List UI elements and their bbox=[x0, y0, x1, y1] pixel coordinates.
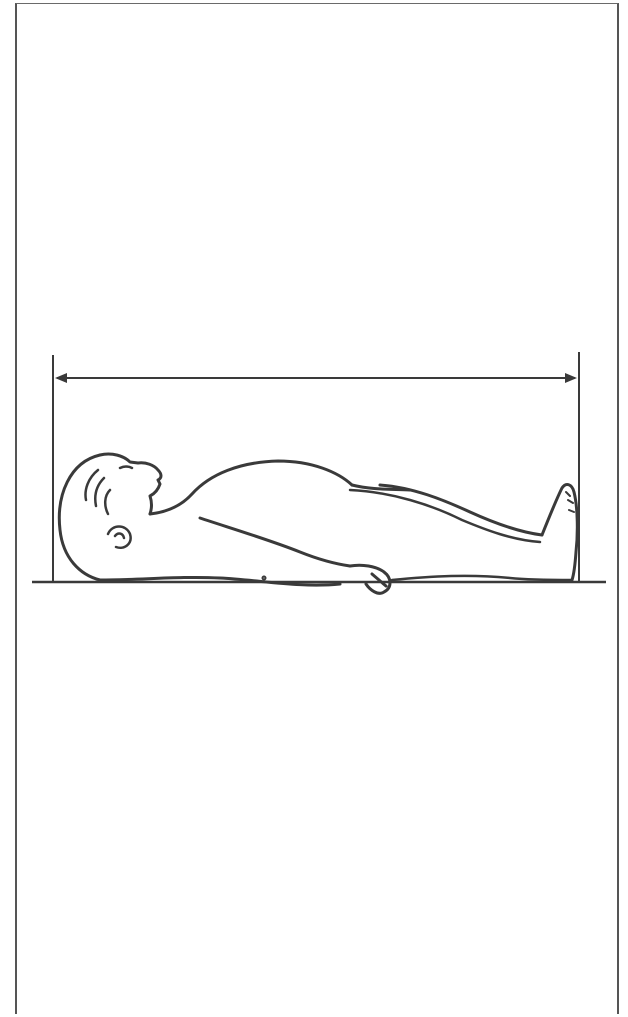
infant-inner-leg bbox=[350, 490, 540, 542]
infant-upper-leg bbox=[380, 485, 542, 535]
infant-hand bbox=[350, 565, 390, 593]
infant-eye bbox=[120, 467, 132, 469]
infant-leg-underside bbox=[392, 576, 572, 580]
infant-face bbox=[100, 454, 161, 514]
infant-figure bbox=[59, 454, 577, 593]
infant-toes bbox=[566, 492, 574, 512]
infant-foot bbox=[542, 485, 577, 580]
infant-hair bbox=[86, 470, 111, 514]
infant-navel bbox=[263, 577, 266, 580]
infant-arm bbox=[200, 518, 350, 566]
infant-ear bbox=[108, 527, 131, 548]
infant-chest bbox=[150, 461, 352, 514]
